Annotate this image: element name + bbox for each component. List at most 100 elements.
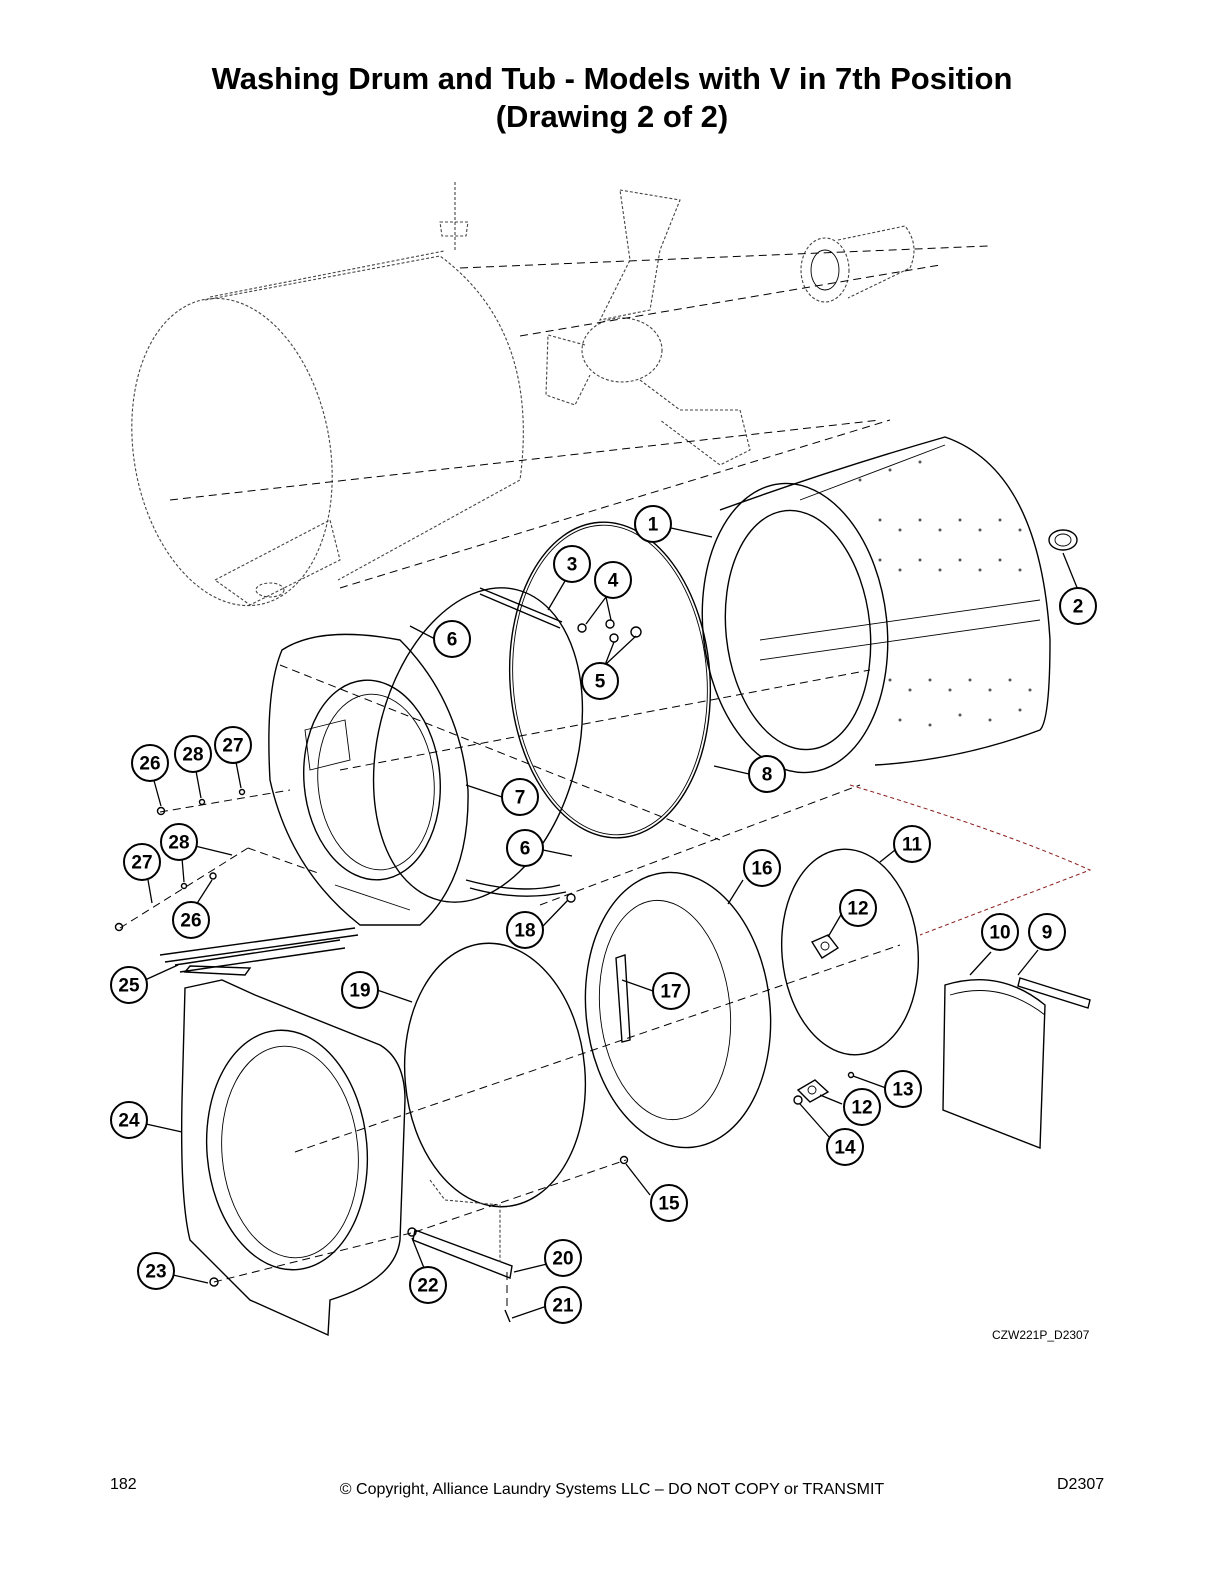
callout-12-upper: 12	[839, 889, 877, 927]
nut-18	[566, 893, 576, 903]
assembly-axis-lines	[119, 664, 1092, 1310]
svg-text:17: 17	[660, 982, 681, 1003]
callout-bubbles: 1 2 3 4 5 6 6 7 8 9 10 11 12 12 13 14 15…	[110, 505, 1097, 1324]
svg-text:13: 13	[892, 1080, 913, 1101]
svg-text:26: 26	[139, 754, 160, 775]
phantom-bearing-housing	[800, 225, 915, 303]
screw-21	[504, 1309, 511, 1323]
svg-text:9: 9	[1042, 923, 1053, 944]
bracket-20	[412, 1179, 513, 1279]
svg-text:6: 6	[520, 839, 531, 860]
svg-text:4: 4	[608, 571, 619, 592]
callout-6-upper: 6	[433, 620, 471, 658]
document-code: D2307	[1057, 1476, 1105, 1493]
callout-7: 7	[501, 778, 539, 816]
svg-text:6: 6	[447, 630, 458, 651]
tub-clamp-ring-8	[508, 521, 712, 839]
svg-text:8: 8	[762, 765, 773, 786]
svg-text:27: 27	[222, 736, 243, 757]
svg-text:28: 28	[168, 833, 189, 854]
svg-text:11: 11	[902, 835, 923, 856]
svg-text:12: 12	[847, 899, 868, 920]
door-gasket-ring	[403, 942, 587, 1208]
svg-text:7: 7	[515, 788, 526, 809]
screw-13-14-15	[619, 1071, 855, 1165]
svg-text:12: 12	[851, 1098, 872, 1119]
bulkhead-16	[584, 871, 772, 1149]
svg-text:21: 21	[552, 1296, 574, 1317]
callout-25: 25	[110, 966, 148, 1004]
callout-13: 13	[884, 1070, 922, 1108]
callout-24: 24	[110, 1101, 148, 1139]
drawing-code: CZW221P_D2307	[992, 1328, 1090, 1342]
callout-28-lower: 28	[160, 823, 198, 861]
svg-text:18: 18	[514, 921, 535, 942]
svg-text:23: 23	[145, 1262, 166, 1283]
callout-17: 17	[652, 972, 690, 1010]
callout-27-lower: 27	[123, 843, 161, 881]
tub-gasket-ring-6-upper	[372, 587, 584, 903]
phantom-shaft-axis	[169, 245, 989, 589]
callout-21: 21	[544, 1286, 582, 1324]
svg-text:1: 1	[648, 515, 659, 536]
callout-14: 14	[826, 1128, 864, 1166]
callout-15: 15	[650, 1184, 688, 1222]
bracket-12-lower	[796, 1079, 830, 1103]
front-tub-cover	[268, 633, 469, 926]
callout-1: 1	[634, 505, 672, 543]
callout-20: 20	[544, 1239, 582, 1277]
phantom-outer-tub	[131, 250, 524, 607]
page-title: Washing Drum and Tub - Models with V in …	[0, 60, 1224, 136]
washing-drum	[701, 436, 1051, 774]
ring-11	[780, 848, 920, 1056]
title-line-2: (Drawing 2 of 2)	[495, 99, 729, 134]
washers-and-nuts-4-5	[577, 619, 642, 643]
svg-text:14: 14	[834, 1138, 856, 1159]
svg-text:28: 28	[182, 745, 203, 766]
svg-text:22: 22	[417, 1276, 438, 1297]
callout-18: 18	[506, 911, 544, 949]
callout-5: 5	[581, 662, 619, 700]
svg-text:26: 26	[180, 911, 201, 932]
phantom-spider-bracket	[439, 182, 751, 466]
svg-text:24: 24	[118, 1111, 140, 1132]
svg-text:25: 25	[118, 976, 140, 997]
callout-27-upper: 27	[214, 726, 252, 764]
callout-2: 2	[1059, 587, 1097, 625]
svg-text:20: 20	[552, 1249, 573, 1270]
leader-lines	[144, 527, 1079, 1319]
callout-6-lower: 6	[506, 829, 544, 867]
callout-4: 4	[594, 561, 632, 599]
callout-10: 10	[981, 913, 1019, 951]
callout-3: 3	[553, 545, 591, 583]
drum-bushing	[1048, 529, 1078, 551]
callout-28-upper: 28	[174, 735, 212, 773]
callout-12-lower: 12	[843, 1088, 881, 1126]
clamp-bolt-3	[479, 587, 563, 629]
page-number: 182	[110, 1476, 137, 1493]
bracket-12-upper	[810, 934, 840, 959]
hose-17	[615, 954, 631, 1043]
panel-10	[942, 979, 1046, 1150]
svg-text:15: 15	[658, 1194, 680, 1215]
heater-element	[159, 927, 359, 976]
callout-16: 16	[743, 849, 781, 887]
callout-9: 9	[1028, 913, 1066, 951]
svg-text:16: 16	[751, 859, 772, 880]
front-panel	[180, 979, 406, 1337]
svg-text:19: 19	[349, 981, 370, 1002]
callout-11: 11	[893, 825, 931, 863]
callout-22: 22	[409, 1266, 447, 1304]
callout-8: 8	[748, 755, 786, 793]
callout-23: 23	[137, 1252, 175, 1290]
svg-text:2: 2	[1073, 597, 1084, 618]
drum-perforations	[858, 460, 1032, 727]
strip-9	[1017, 977, 1091, 1009]
svg-text:5: 5	[595, 672, 606, 693]
copyright-notice: © Copyright, Alliance Laundry Systems LL…	[339, 1481, 885, 1498]
tub-gasket-ring-6-lower	[465, 879, 567, 897]
screw-23	[209, 1277, 219, 1287]
callout-26-upper: 26	[131, 744, 169, 782]
svg-text:10: 10	[989, 923, 1010, 944]
